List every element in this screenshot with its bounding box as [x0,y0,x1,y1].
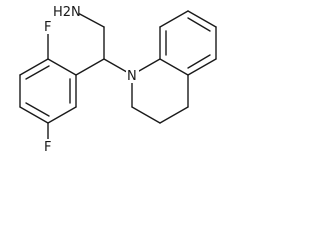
ring-nitrogen-label: N [127,69,137,84]
fused-benzene-ring [159,10,217,76]
difluorophenyl-ring [19,58,77,124]
fluorine-bottom-label: F [44,140,51,155]
amine-label: H2N [53,5,81,20]
bond-amine-ch2 [75,11,105,28]
tetrahydro-ring [131,58,189,124]
fluorine-top-label: F [44,20,51,35]
chemical-structure-diagram: H2N N F F [19,3,217,155]
bond-chiral-carbon-aryl [75,58,105,76]
